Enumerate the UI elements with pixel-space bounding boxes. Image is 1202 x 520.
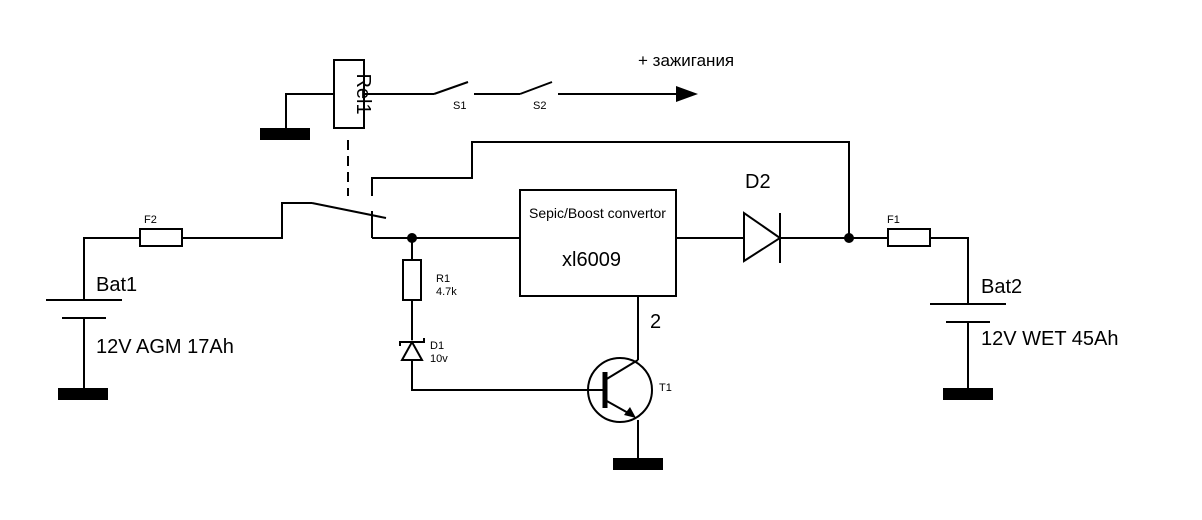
junction-right bbox=[844, 233, 854, 243]
zener-d1: D1 10v bbox=[399, 338, 448, 365]
pin2-label: 2 bbox=[650, 311, 661, 333]
ignition-arrow bbox=[676, 86, 698, 102]
relay-ground-wire bbox=[260, 93, 334, 140]
ground-t1 bbox=[613, 458, 663, 470]
fuse-f2: F2 bbox=[139, 214, 183, 247]
r1-name: R1 bbox=[436, 273, 450, 285]
r1-value: 4.7k bbox=[436, 286, 457, 298]
wire-to-relay-contact bbox=[182, 202, 312, 239]
switch-s1-label: S1 bbox=[453, 100, 466, 112]
converter-block: Sepic/Boost convertor xl6009 bbox=[519, 189, 677, 297]
relay-contact bbox=[311, 141, 850, 238]
fuse-f2-label: F2 bbox=[144, 214, 157, 226]
t1-label: T1 bbox=[659, 382, 672, 394]
bat1-name: Bat1 bbox=[96, 274, 137, 296]
battery-bat2: Bat2 12V WET 45Ah bbox=[930, 237, 1118, 400]
d2-label: D2 bbox=[745, 171, 771, 193]
fuse-f1-label: F1 bbox=[887, 214, 900, 226]
battery-bat1: Bat1 12V AGM 17Ah bbox=[46, 237, 234, 400]
fuse-f1: F1 bbox=[887, 214, 931, 247]
diode-d2: D2 bbox=[743, 171, 782, 263]
d1-name: D1 bbox=[430, 340, 444, 352]
bat1-spec: 12V AGM 17Ah bbox=[96, 336, 234, 358]
relay-label: Rel1 bbox=[352, 73, 374, 114]
switch-s1: S1 bbox=[433, 81, 520, 112]
switch-s2: S2 bbox=[519, 81, 676, 112]
switch-s2-label: S2 bbox=[533, 100, 546, 112]
converter-title: Sepic/Boost convertor bbox=[529, 205, 666, 221]
wire-to-t1-base bbox=[411, 360, 602, 391]
d1-value: 10v bbox=[430, 353, 448, 365]
resistor-r1: R1 4.7k bbox=[402, 259, 457, 301]
ignition-label: + зажигания bbox=[638, 51, 734, 70]
bat2-spec: 12V WET 45Ah bbox=[981, 328, 1118, 350]
bat2-name: Bat2 bbox=[981, 276, 1022, 298]
converter-chip: xl6009 bbox=[562, 249, 621, 271]
transistor-t1: T1 bbox=[587, 357, 672, 423]
